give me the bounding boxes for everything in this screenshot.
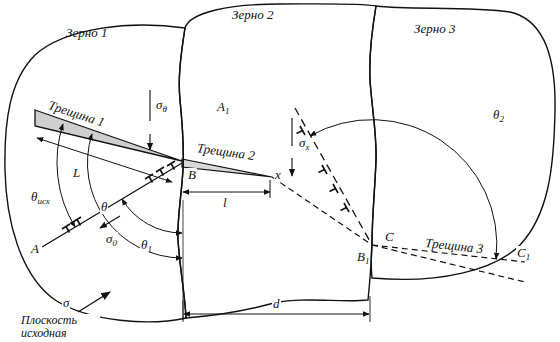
grain-name: Зерно 2 (232, 8, 273, 21)
grain-outline: Зерно 2 (176, 2, 382, 322)
stress-label: σ (62, 296, 70, 310)
angle-label: θ1 (140, 238, 153, 252)
point-label: A1 (216, 100, 230, 114)
dimension-label: d (272, 297, 281, 311)
point-label: C (384, 230, 395, 244)
crack-label: Трещина 2 (195, 141, 257, 163)
point-label: B1 (356, 250, 370, 264)
stress-label: σθ (155, 98, 168, 112)
stress-label: σx (298, 136, 310, 150)
grain-outline: Зерно 1 (2, 20, 194, 328)
point-label: B (187, 168, 197, 182)
grain-shape (2, 20, 194, 328)
dislocation-symbol (62, 161, 175, 233)
angle-label: θисх (30, 190, 51, 204)
crack-label: Трещина 3 (424, 236, 485, 256)
plane-label: Плоскость исходная (20, 314, 100, 339)
point-label: x (274, 168, 282, 182)
grain-name: Зерно 3 (414, 22, 455, 35)
dimension-label: L (72, 166, 81, 180)
angle-label: θ2 (492, 108, 505, 122)
stress-label: σ0 (105, 232, 118, 246)
point-label: A (30, 242, 40, 256)
angle-label: θ (100, 200, 108, 214)
grain-name: Зерно 1 (66, 26, 107, 39)
dimension-label: l (222, 196, 228, 210)
dislocation-symbol (297, 126, 350, 212)
grain-shape (176, 2, 382, 322)
point-label: C1 (516, 246, 531, 260)
